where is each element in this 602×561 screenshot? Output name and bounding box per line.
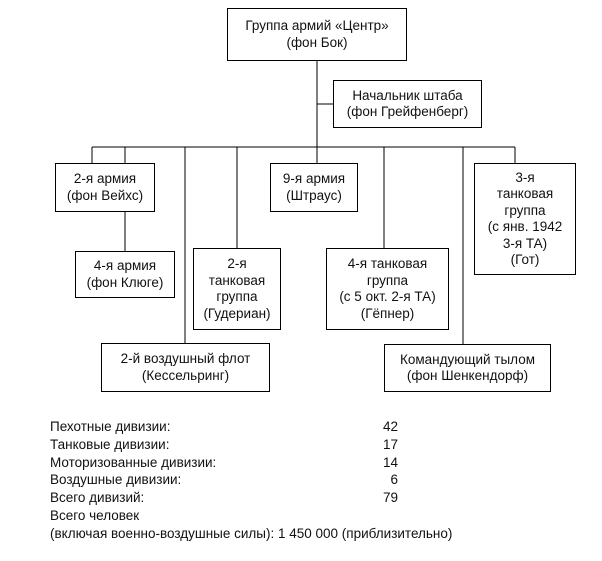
box-line: 3-я ТА) bbox=[502, 235, 548, 251]
stat-label: Воздушные дивизии: bbox=[50, 472, 182, 488]
box-line: (Гот) bbox=[510, 252, 540, 267]
box-line: (фон Вейхс) bbox=[66, 187, 144, 203]
stat-row-tank: Танковые дивизии: 17 bbox=[50, 436, 452, 454]
stat-label: Всего дивизий: bbox=[50, 490, 145, 506]
box-line: (Штраус) bbox=[286, 187, 342, 203]
box-line: 2-й воздушный флот bbox=[120, 351, 251, 366]
air-fleet-2-box: 2-й воздушный флот (Кессельринг) bbox=[101, 343, 270, 392]
box-line: (фон Бок) bbox=[286, 34, 348, 50]
box-line: танковая bbox=[208, 272, 266, 288]
stat-label: Всего человек bbox=[50, 507, 140, 523]
box-line: 2-я bbox=[227, 256, 247, 271]
stat-value: 79 bbox=[382, 490, 398, 506]
stat-value: 6 bbox=[390, 472, 398, 488]
stat-row-personnel-value: (включая военно-воздушные силы): 1 450 0… bbox=[50, 525, 452, 543]
stat-row-personnel-label: Всего человек bbox=[50, 507, 452, 525]
box-line: группа bbox=[216, 289, 258, 304]
box-line: (фон Клюге) bbox=[86, 274, 164, 290]
box-line: (с 5 окт. 2-я ТА) bbox=[339, 289, 436, 304]
chief-of-staff-box: Начальник штаба (фон Грейфенберг) bbox=[333, 80, 482, 128]
box-line: 4-я армия bbox=[93, 258, 157, 273]
box-line: Группа армий «Центр» bbox=[245, 18, 389, 33]
box-line: (с янв. 1942 bbox=[487, 219, 563, 234]
army-group-center-box: Группа армий «Центр» (фон Бок) bbox=[227, 8, 407, 61]
panzer-group-2-box: 2-я танковая группа (Гудериан) bbox=[193, 248, 281, 330]
rear-commander-box: Командующий тылом (фон Шенкендорф) bbox=[384, 344, 551, 392]
stat-value: 42 bbox=[382, 419, 398, 434]
box-line: танковая bbox=[496, 186, 554, 201]
stat-row-infantry: Пехотные дивизии: 42 bbox=[50, 418, 452, 436]
box-line: группа bbox=[366, 272, 409, 288]
box-line: Командующий тылом bbox=[399, 351, 535, 367]
stat-value: 14 bbox=[382, 454, 398, 470]
stat-value: 17 bbox=[382, 436, 398, 452]
army-4-box: 4-я армия (фон Клюге) bbox=[75, 251, 175, 298]
panzer-group-3-box: 3-я танковая группа (с янв. 1942 3-я ТА)… bbox=[474, 163, 576, 275]
stat-label: (включая военно-воздушные силы): 1 450 0… bbox=[50, 525, 453, 541]
box-line: Начальник штаба bbox=[352, 87, 463, 103]
stat-label: Танковые дивизии: bbox=[50, 436, 170, 452]
stat-row-motorized: Моторизованные дивизии: 14 bbox=[50, 454, 452, 472]
box-line: 4-я танковая bbox=[347, 256, 428, 271]
box-line: (Гудериан) bbox=[203, 305, 271, 321]
army-2-box: 2-я армия (фон Вейхс) bbox=[55, 163, 155, 212]
division-statistics: Пехотные дивизии: 42 Танковые дивизии: 1… bbox=[50, 418, 452, 543]
box-line: 9-я армия bbox=[282, 171, 346, 186]
box-line: (Гёпнер) bbox=[360, 305, 415, 321]
box-line: 2-я армия bbox=[73, 171, 137, 186]
box-line: группа bbox=[504, 202, 546, 218]
stat-label: Моторизованные дивизии: bbox=[50, 454, 217, 470]
box-line: (фон Грейфенберг) bbox=[346, 104, 469, 119]
panzer-group-4-box: 4-я танковая группа (с 5 окт. 2-я ТА) (Г… bbox=[326, 248, 449, 330]
box-line: 3-я bbox=[515, 169, 535, 185]
army-9-box: 9-я армия (Штраус) bbox=[270, 163, 358, 212]
stat-row-total: Всего дивизий: 79 bbox=[50, 489, 452, 507]
box-line: (Кессельринг) bbox=[141, 367, 230, 383]
box-line: (фон Шенкендорф) bbox=[406, 368, 529, 383]
stat-label: Пехотные дивизии: bbox=[50, 419, 171, 434]
stat-row-airborne: Воздушные дивизии: 6 bbox=[50, 471, 452, 489]
